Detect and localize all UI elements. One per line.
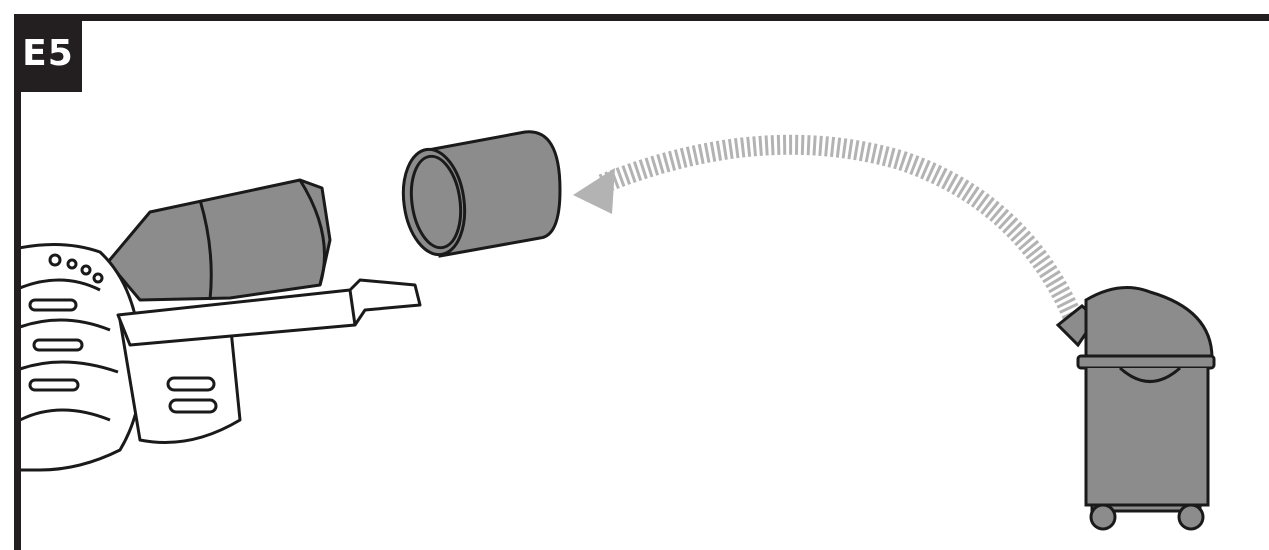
step-badge: E5 [14, 14, 82, 92]
angle-grinder-with-dust-shroud-icon [21, 178, 422, 472]
curved-arrow-icon [573, 134, 1082, 320]
shop-vacuum-icon [1055, 286, 1216, 531]
hose-adapter-sleeve-icon [401, 130, 562, 258]
